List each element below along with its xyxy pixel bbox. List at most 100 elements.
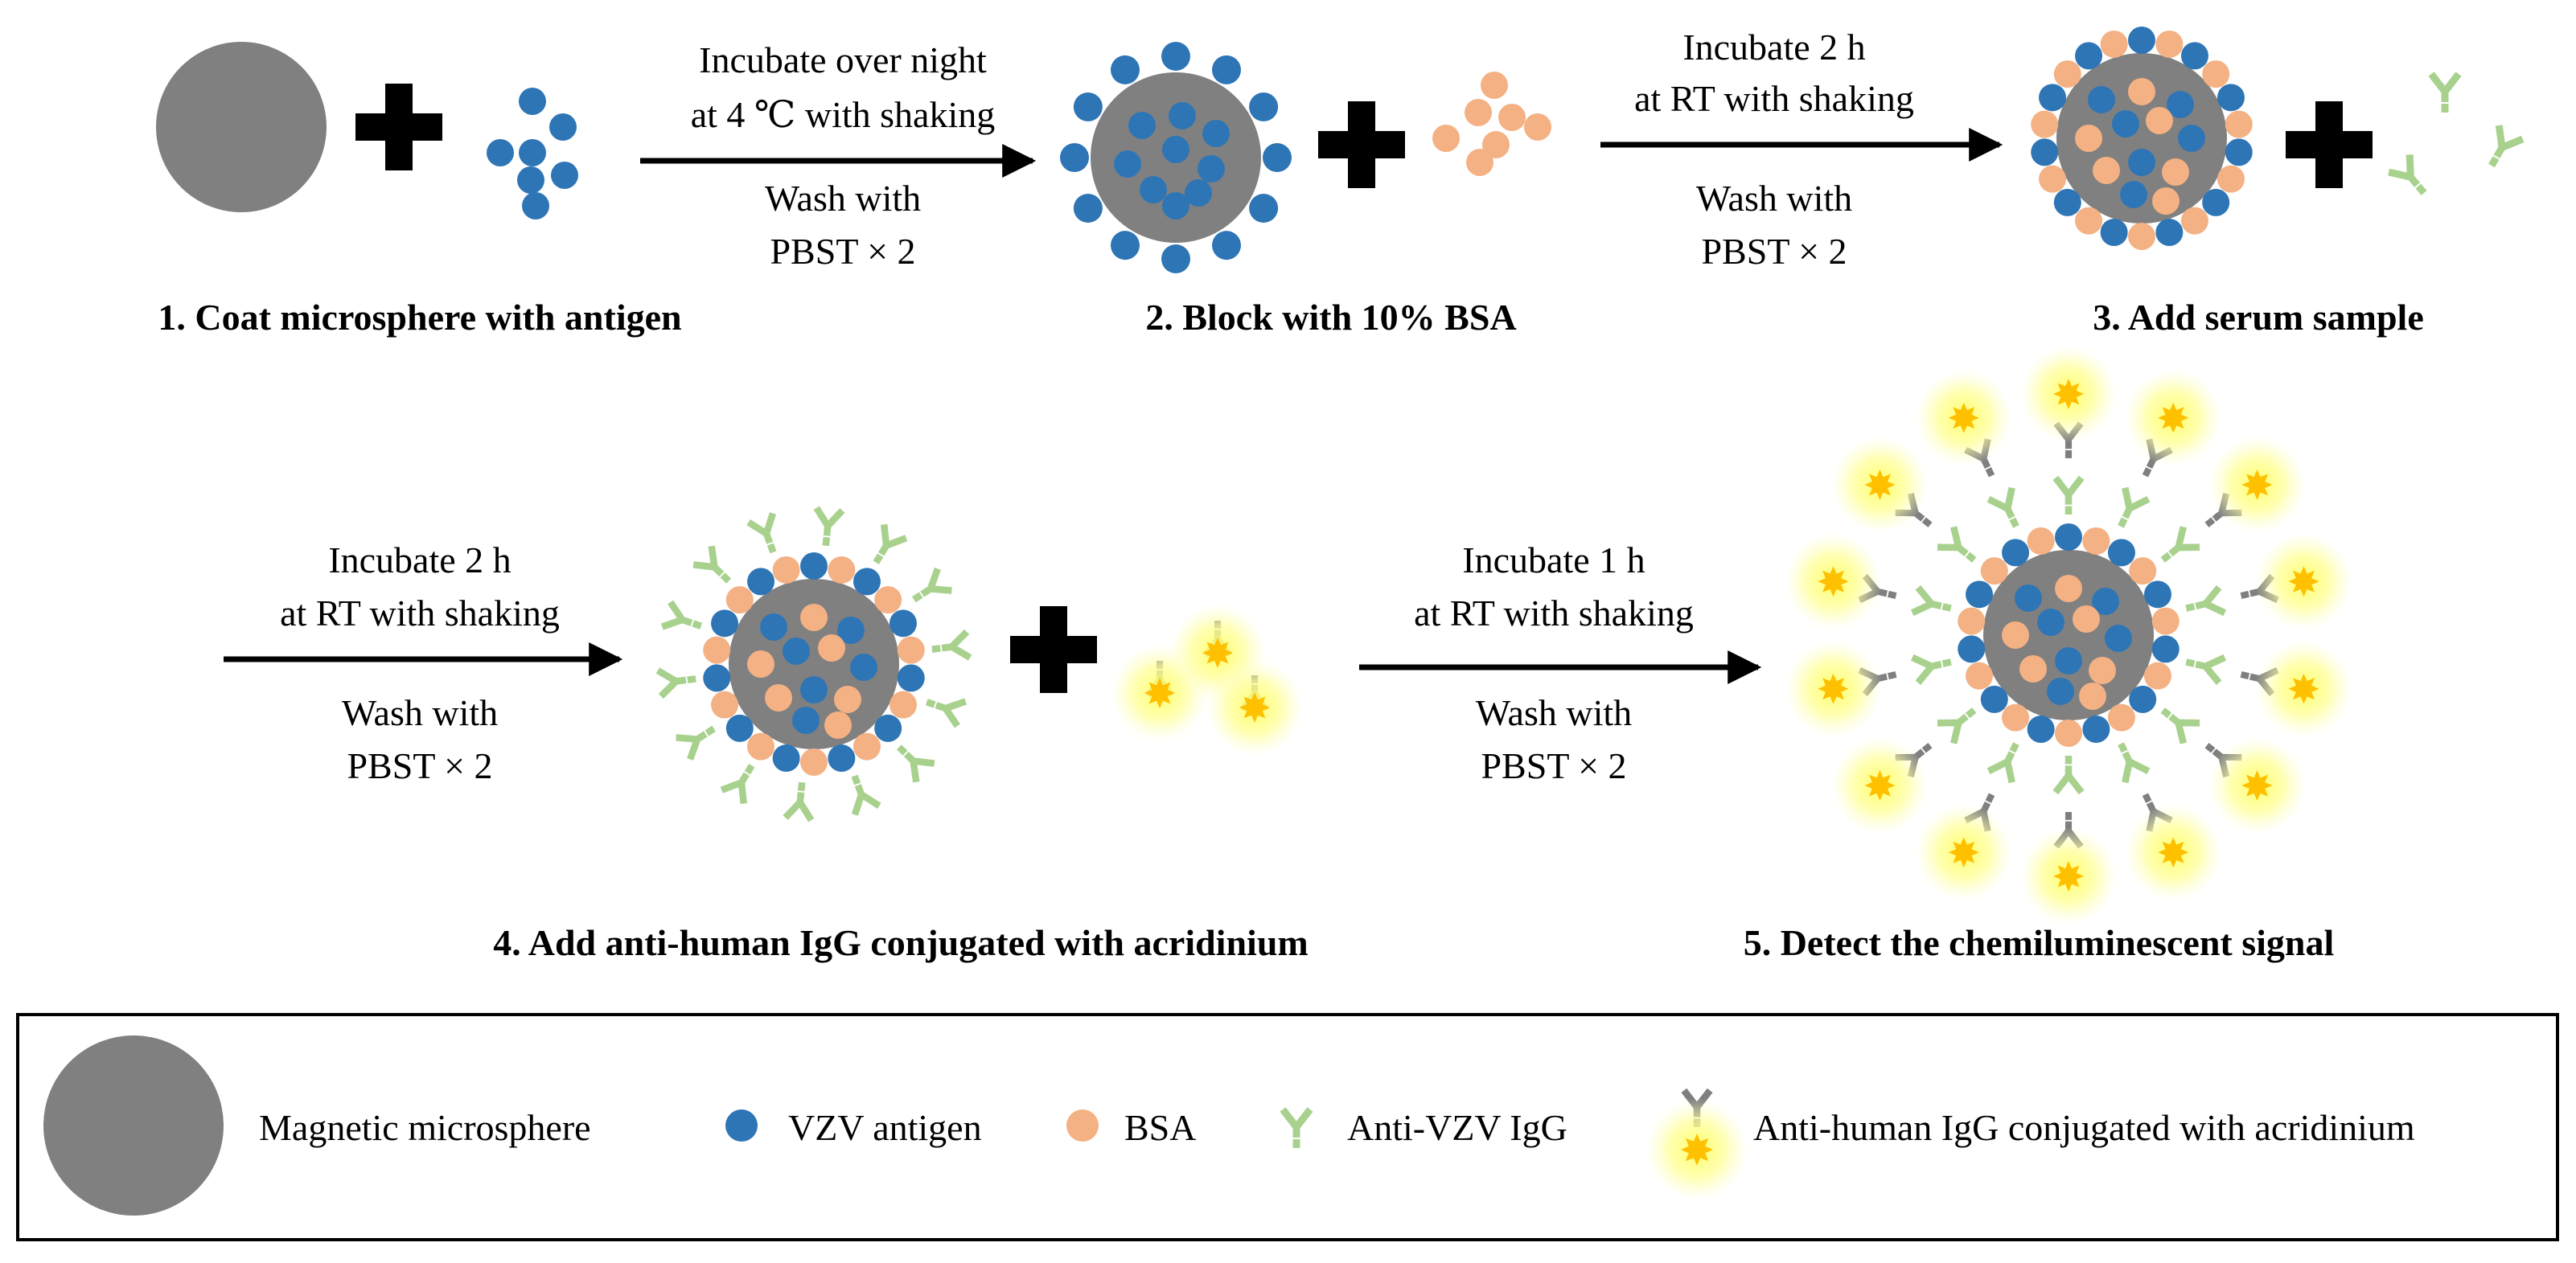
anti-vzv-igg-bound [931,629,972,661]
acridinium-star [1144,678,1175,708]
antigen-dot [1212,55,1241,84]
antigen-dot [1140,176,1167,203]
anti-vzv-igg-bound [1986,742,2019,784]
antibody-arm-right [2004,486,2015,510]
anti-vzv-igg-bound [1937,526,1977,563]
antibody-gap [1940,659,1944,669]
anti-vzv-igg-bound [873,523,908,564]
acridinium-star [2288,673,2319,704]
antigen-dot [772,744,800,773]
antibody-stem [680,616,703,629]
anti-vzv-igg-bound [2052,475,2085,515]
antigen-dot [2128,27,2155,54]
antigen-dot [2027,716,2055,744]
antibody-gap [703,729,709,738]
acridinium-star [1864,770,1896,801]
bsa-dot [2180,207,2208,235]
anti-vzv-igg-bound [746,512,777,554]
conjugate-bound [2019,345,2118,458]
legend-box [16,1013,2559,1241]
antibody-arm-right [2204,601,2227,617]
antigen-dot [711,609,739,638]
acridinium-star [1202,638,1233,668]
conjugate-bound [2240,639,2353,738]
antigen-dot [519,139,546,166]
bsa-dot [853,732,881,761]
antigen-dot [828,744,856,773]
bsa-dot [1524,113,1551,141]
conjugate-bound [2240,532,2353,631]
antigen-dot [517,166,544,194]
plus-bar-v [2315,101,2343,188]
bsa-dot [1432,125,1460,152]
antibody-gap [2166,550,2174,559]
antigen-dot [1249,194,1279,223]
antibody-gap [2247,671,2252,681]
antigen-dot [747,568,775,596]
acridinium-label [1830,736,1929,834]
acridinium-star [2288,566,2319,597]
antibody-stem [2488,146,2505,168]
bsa-dot [725,586,754,614]
antigen-dot [1198,155,1225,182]
anti-vzv-igg-bound [2052,756,2085,795]
antigen-dot [1114,150,1141,178]
antibody-arm-right [2442,72,2462,94]
bsa-cluster-step2 [1432,72,1551,176]
transition-3-line2: at RT with shaking [280,593,560,634]
acridinium-star [1818,566,1849,597]
antibody-stem [676,675,696,685]
anti-vzv-igg-bound [813,506,845,547]
diagram-artwork [43,27,2525,1216]
antigen-dot [1073,92,1103,121]
bsa-dot [2089,657,2116,684]
plus-bar-v [1040,606,1067,693]
antibody-arm-right [2405,154,2414,178]
anti-vzv-igg-bound [925,698,968,728]
acridinium-star [1864,470,1896,500]
step-1-caption: 1. Coat microsphere with antigen [158,297,681,338]
legend-label-anti-vzv-igg: Anti-VZV IgG [1347,1107,1567,1148]
bsa-dot-icon [1066,1109,1099,1142]
antigen-dot [1161,244,1190,273]
antibody-arm-right [2065,475,2085,497]
legend-label-microsphere: Magnetic microsphere [259,1107,591,1148]
antibody-arm-right [825,508,845,529]
antigen-dot [1966,580,1994,609]
antibody-gap [918,590,925,599]
antigen-dot [2075,42,2103,70]
acridinium-star [1239,692,1270,723]
anti-vzv-igg-bound [851,774,881,816]
anti-vzv-igg-bound [2185,654,2227,685]
antigen-dot [1249,92,1279,121]
antigen-dot [2225,138,2253,166]
bsa-dot [824,711,852,739]
antigen-dot [2143,580,2171,609]
bsa-dot [889,691,917,719]
antigen-dot [1162,192,1189,219]
bsa-dot [747,732,775,761]
transition-1-line1: Incubate over night [699,39,987,80]
antibody-arm-right [1986,758,2010,775]
antibody-gap [1885,589,1890,599]
anti-vzv-igg-bound [1910,585,1952,617]
antigen-dot [2128,149,2155,176]
anti-vzv-igg-bound [2160,707,2200,744]
antigen-dot [783,638,810,665]
antibody-gap [2144,465,2154,471]
antibody-gap [685,675,688,685]
acridinium-label [1915,803,2013,902]
bsa-dot [2152,187,2180,215]
antibody-arm-right [762,512,777,535]
antigen-dot [2178,125,2205,152]
antibody-arm-right [943,706,960,728]
bsa-dot [2128,223,2155,250]
bsa-dot [2053,60,2081,88]
plus-sign-2 [1318,101,1405,188]
conjugate-bound [1830,736,1933,834]
acridinium-star [1818,673,1849,704]
transition-3-caption: Incubate 2 h at RT with shaking Wash wit… [280,539,560,786]
antibody-gap [2193,659,2197,669]
antigen-dot [1212,231,1241,260]
acridinium-label [1784,639,1883,738]
